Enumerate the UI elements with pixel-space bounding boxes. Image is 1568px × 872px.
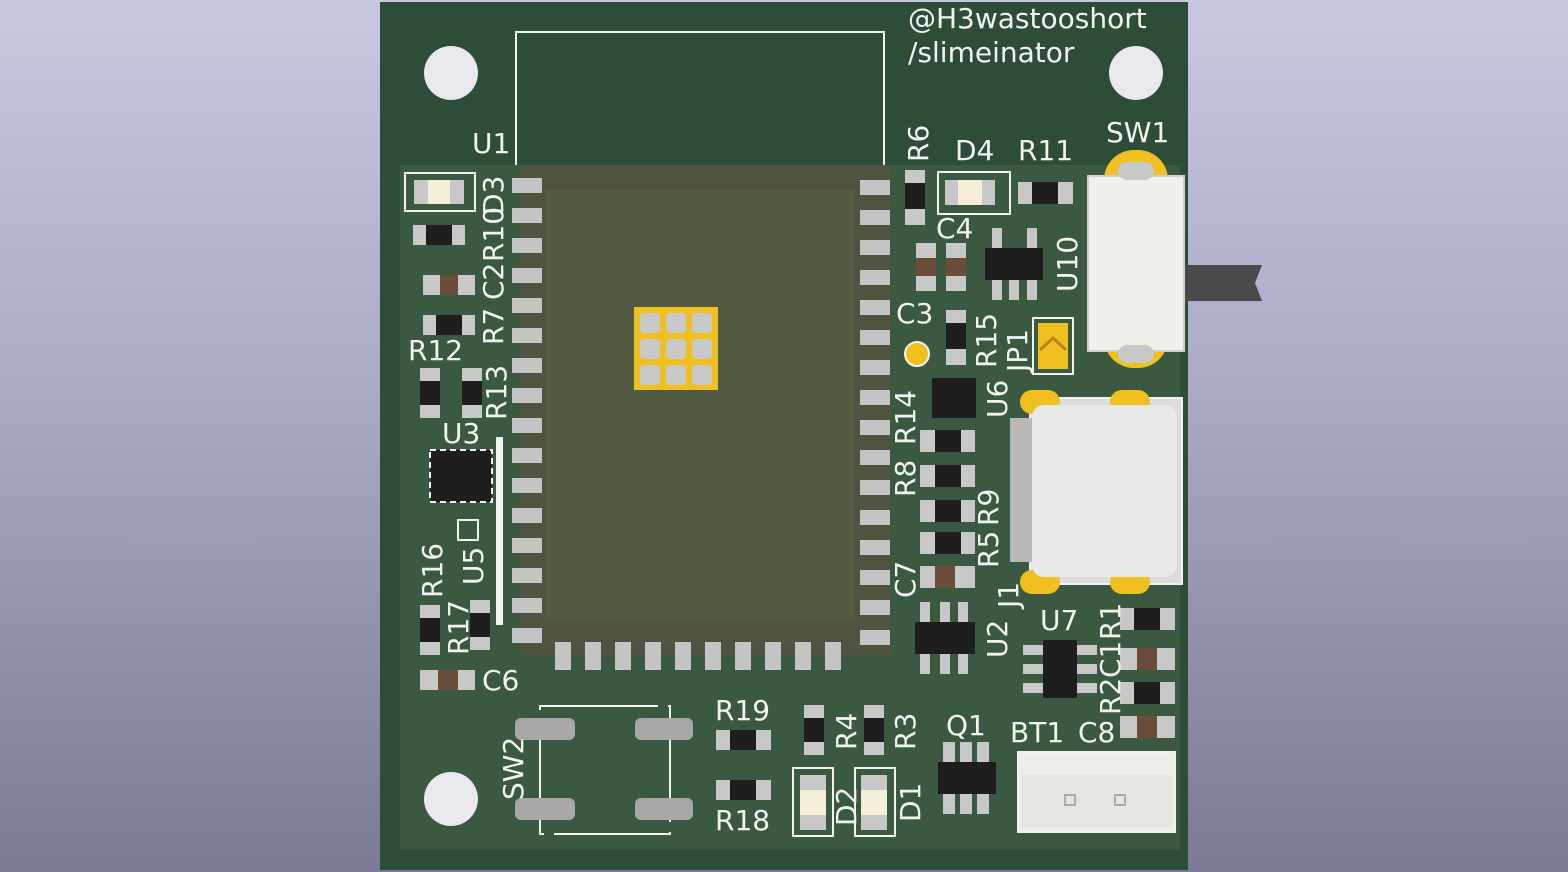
label-u5: U5 [457,547,490,585]
sw1-slide-switch [1087,150,1262,368]
module-antenna-outline [515,31,885,165]
mounting-hole-top-right [1109,46,1163,100]
label-r9: R9 [972,489,1005,526]
passives-left [404,172,490,690]
u6-ic [932,378,976,418]
j1-usb-c [1010,390,1183,594]
label-r15: R15 [970,313,1003,368]
module-bottom-pads [555,642,841,670]
label-r1: R1 [1094,603,1127,640]
u7-ic [1023,640,1097,698]
passives-right [904,170,1175,738]
label-r18: R18 [715,804,770,837]
label-r4: R4 [830,713,863,750]
label-r7: R7 [477,308,510,345]
label-sw1: SW1 [1106,116,1169,149]
label-r19: R19 [715,694,770,727]
label-r10: R10 [477,207,510,262]
sw2-switch [515,705,693,835]
q1-transistor [938,742,996,814]
label-r6: R6 [902,125,935,162]
jp1-jumper [1032,317,1074,375]
label-r2: R2 [1094,678,1127,715]
label-c1: C1 [1094,641,1127,678]
label-r12: R12 [408,334,463,367]
u2-ic [915,602,975,674]
label-j1: J1 [992,582,1025,610]
label-u7: U7 [1040,604,1078,637]
mounting-hole-top-left [424,46,478,100]
label-c3: C3 [896,297,933,330]
silk-line-left [496,437,503,625]
label-u1: U1 [472,127,510,160]
label-r5: R5 [972,531,1005,568]
label-c7: C7 [889,561,922,598]
label-d3: D3 [477,176,510,215]
label-r14: R14 [889,390,922,445]
label-d2: D2 [830,787,863,826]
label-sw2: SW2 [497,737,530,800]
module-left-pads [512,178,542,643]
module-right-pads [860,180,890,645]
label-bt1: BT1 [1010,716,1064,749]
label-jp1: JP1 [1001,329,1034,374]
u5-ic [457,519,479,541]
silk-author-line2: /slimeinator [908,36,1075,69]
label-u6: U6 [981,380,1014,418]
label-c4: C4 [936,212,973,245]
label-q1: Q1 [946,709,986,742]
label-c6: C6 [482,664,519,697]
u3-ic [429,449,493,503]
label-r13: R13 [480,365,513,420]
mounting-hole-bottom-left [424,772,478,826]
label-d4: D4 [955,134,994,167]
label-r8: R8 [889,460,922,497]
u10-ic [985,228,1043,300]
bt1-connector [1017,751,1176,833]
label-c8: C8 [1078,716,1115,749]
label-u10: U10 [1051,236,1084,292]
label-u3: U3 [442,417,480,450]
label-r3: R3 [889,713,922,750]
label-d1: D1 [894,783,927,822]
label-u2: U2 [981,620,1014,658]
module-inner [545,190,855,620]
label-r11: R11 [1018,134,1073,167]
passives-bottom [716,705,896,837]
label-r16: R16 [416,543,449,598]
label-r17: R17 [442,600,475,655]
label-c2: C2 [477,263,510,300]
silk-author-line1: @H3wastooshort [908,2,1147,35]
